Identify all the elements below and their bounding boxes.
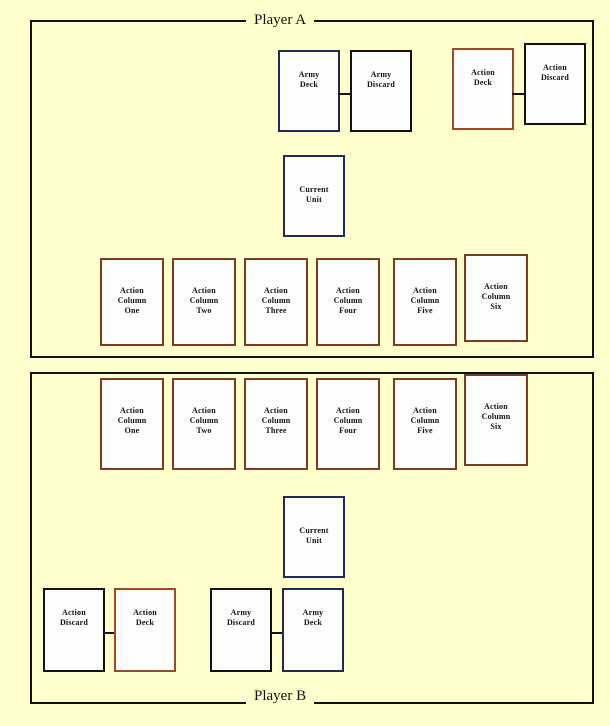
card-label: Action Column Two: [189, 406, 219, 435]
player-b-action-column-6[interactable]: Action Column Six: [464, 374, 528, 466]
player-b-action-column-4[interactable]: Action Column Four: [316, 378, 380, 470]
player-a-action-connector: [512, 93, 524, 95]
card-label: Army Deck: [302, 608, 324, 627]
card-label: Action Deck: [133, 608, 157, 627]
player-a-action-discard[interactable]: Action Discard: [524, 43, 586, 125]
player-a-current-unit[interactable]: Current Unit: [283, 155, 345, 237]
card-label: Action Column Six: [481, 282, 511, 311]
player-b-action-deck[interactable]: Action Deck: [114, 588, 176, 672]
player-b-action-connector: [103, 632, 115, 634]
card-label: Action Column One: [117, 286, 147, 315]
player-a-action-column-4[interactable]: Action Column Four: [316, 258, 380, 346]
player-a-action-column-6[interactable]: Action Column Six: [464, 254, 528, 342]
card-label: Action Discard: [540, 63, 570, 82]
card-label: Army Deck: [298, 70, 320, 89]
card-label: Current Unit: [299, 526, 329, 545]
player-a-action-deck[interactable]: Action Deck: [452, 48, 514, 130]
player-b-army-deck[interactable]: Army Deck: [282, 588, 344, 672]
card-label: Action Column Five: [410, 286, 440, 315]
card-label: Action Column Five: [410, 406, 440, 435]
player-a-action-column-1[interactable]: Action Column One: [100, 258, 164, 346]
card-label: Action Deck: [471, 68, 495, 87]
player-b-legend: Player B: [246, 688, 315, 704]
card-label: Action Column Four: [333, 286, 363, 315]
card-label: Action Column Three: [261, 286, 291, 315]
player-a-army-connector: [338, 93, 350, 95]
card-label: Current Unit: [299, 185, 329, 204]
card-label: Action Discard: [59, 608, 89, 627]
player-a-army-deck[interactable]: Army Deck: [278, 50, 340, 132]
card-label: Action Column Four: [333, 406, 363, 435]
player-a-action-column-5[interactable]: Action Column Five: [393, 258, 457, 346]
player-b-action-column-2[interactable]: Action Column Two: [172, 378, 236, 470]
player-b-action-discard[interactable]: Action Discard: [43, 588, 105, 672]
card-label: Action Column Six: [481, 402, 511, 431]
player-b-army-discard[interactable]: Army Discard: [210, 588, 272, 672]
card-label: Army Discard: [226, 608, 256, 627]
player-b-army-connector: [270, 632, 282, 634]
player-b-action-column-5[interactable]: Action Column Five: [393, 378, 457, 470]
player-a-army-discard[interactable]: Army Discard: [350, 50, 412, 132]
player-a-legend: Player A: [246, 12, 315, 28]
card-label: Action Column Three: [261, 406, 291, 435]
player-b-action-column-1[interactable]: Action Column One: [100, 378, 164, 470]
player-a-action-column-3[interactable]: Action Column Three: [244, 258, 308, 346]
card-label: Action Column One: [117, 406, 147, 435]
player-a-action-column-2[interactable]: Action Column Two: [172, 258, 236, 346]
player-b-current-unit[interactable]: Current Unit: [283, 496, 345, 578]
player-b-action-column-3[interactable]: Action Column Three: [244, 378, 308, 470]
card-label: Action Column Two: [189, 286, 219, 315]
card-label: Army Discard: [366, 70, 396, 89]
